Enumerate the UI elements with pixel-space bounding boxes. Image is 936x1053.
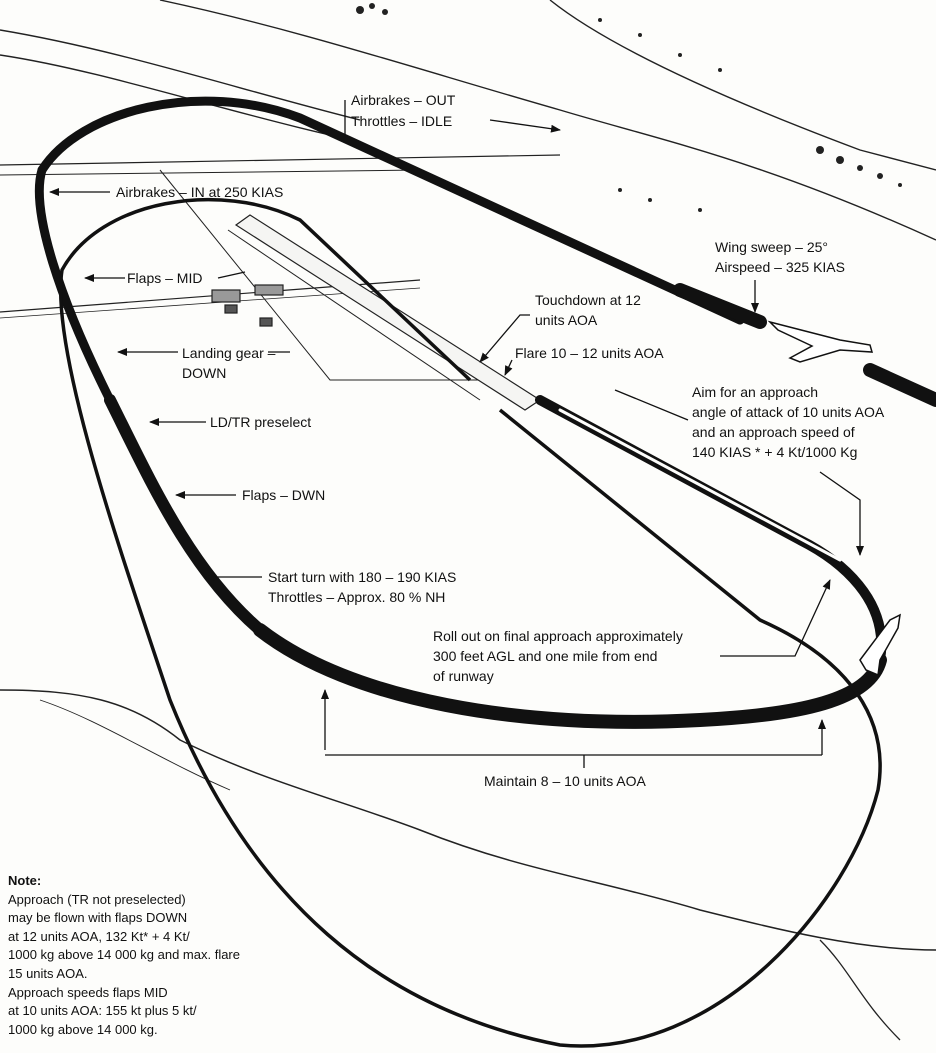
label-flaps-dwn: Flaps – DWN <box>242 487 325 503</box>
hangar-3 <box>224 304 238 314</box>
label-rollout-2: 300 feet AGL and one mile from end <box>433 648 657 664</box>
note-line: at 12 units AOA, 132 Kt* + 4 Kt/ <box>8 928 190 944</box>
label-aim-4: 140 KIAS * + 4 Kt/1000 Kg <box>692 444 857 460</box>
label-landing-gear-2: DOWN <box>182 365 226 381</box>
leaders <box>49 100 864 768</box>
terrain-top-line-2 <box>0 54 331 136</box>
note-line: at 10 units AOA: 155 kt plus 5 kt/ <box>8 1003 197 1019</box>
labels: Airbrakes – OUT Throttles – IDLE Airbrak… <box>116 92 885 789</box>
note-line: Approach (TR not preselected) <box>8 891 186 907</box>
field-top-right <box>549 0 936 171</box>
leader-aim <box>614 389 689 421</box>
label-airbrakes-in: Airbrakes – IN at 250 KIAS <box>116 184 283 200</box>
ribbon-final-inner <box>558 408 842 562</box>
note-line: 1000 kg above 14 000 kg and max. flare <box>8 947 240 963</box>
jet-upper-icon <box>767 320 874 363</box>
river-bottom <box>819 939 901 1041</box>
label-airbrakes-out: Airbrakes – OUT <box>351 92 456 108</box>
label-aim-2: angle of attack of 10 units AOA <box>692 404 885 420</box>
label-aim-3: and an approach speed of <box>692 424 855 440</box>
label-touchdown-2: units AOA <box>535 312 598 328</box>
ribbon-base <box>253 623 887 729</box>
label-ldtr: LD/TR preselect <box>210 414 311 430</box>
label-wing-sweep: Wing sweep – 25° <box>715 239 828 255</box>
road-horizontal-1 <box>0 154 561 166</box>
inner-loop <box>58 197 882 1048</box>
runway <box>234 214 542 411</box>
leader-flare <box>504 359 513 376</box>
leader-rollout <box>720 579 831 657</box>
leader-throttles-idle <box>489 119 561 133</box>
trees <box>356 3 902 212</box>
label-touchdown-1: Touchdown at 12 <box>535 292 641 308</box>
label-rollout-3: of runway <box>433 668 494 684</box>
note-line: 1000 kg above 14 000 kg. <box>8 1021 158 1037</box>
note-box: Note: Approach (TR not preselected) may … <box>8 872 308 1039</box>
ribbon-crosswind <box>34 165 115 405</box>
road-diagonal <box>159 169 480 381</box>
taxiway <box>227 229 481 401</box>
ribbon-segment-before-jet <box>673 283 767 329</box>
label-aim-1: Aim for an approach <box>692 384 818 400</box>
jet-lower-icon <box>859 613 901 677</box>
hangar-4 <box>259 317 273 327</box>
label-start-turn-2: Throttles – Approx. 80 % NH <box>268 589 445 605</box>
label-start-turn-1: Start turn with 180 – 190 KIAS <box>268 569 456 585</box>
label-flare: Flare 10 – 12 units AOA <box>515 345 664 361</box>
label-airspeed: Airspeed – 325 KIAS <box>715 259 845 275</box>
leader-aim-2 <box>819 471 864 556</box>
airfield <box>211 214 542 411</box>
leader-flaps-mid-right <box>217 271 246 279</box>
ribbon-downwind <box>104 394 266 636</box>
label-throttles-idle: Throttles – IDLE <box>351 113 452 129</box>
label-flaps-mid: Flaps – MID <box>127 270 202 286</box>
hangar-1 <box>211 289 241 303</box>
label-landing-gear-1: Landing gear – <box>182 345 276 361</box>
label-rollout-1: Roll out on final approach approximately <box>433 628 683 644</box>
terrain-top-line <box>0 29 361 121</box>
note-heading: Note: <box>8 873 42 888</box>
note-line: Approach speeds flaps MID <box>8 984 168 1000</box>
stream-bottom <box>39 699 231 791</box>
coastline-bottom <box>0 689 936 951</box>
leader-touchdown <box>479 314 530 363</box>
label-maintain: Maintain 8 – 10 units AOA <box>484 773 647 789</box>
road-horizontal-2 <box>0 169 421 176</box>
river-top <box>159 0 936 241</box>
note-line: 15 units AOA. <box>8 965 88 981</box>
ribbon-segment-after-jet <box>863 363 936 407</box>
ribbon-upwind <box>37 96 745 325</box>
hangar-2 <box>254 284 284 296</box>
inner-loop-path <box>58 197 882 1048</box>
note-line: may be flown with flaps DOWN <box>8 910 188 926</box>
